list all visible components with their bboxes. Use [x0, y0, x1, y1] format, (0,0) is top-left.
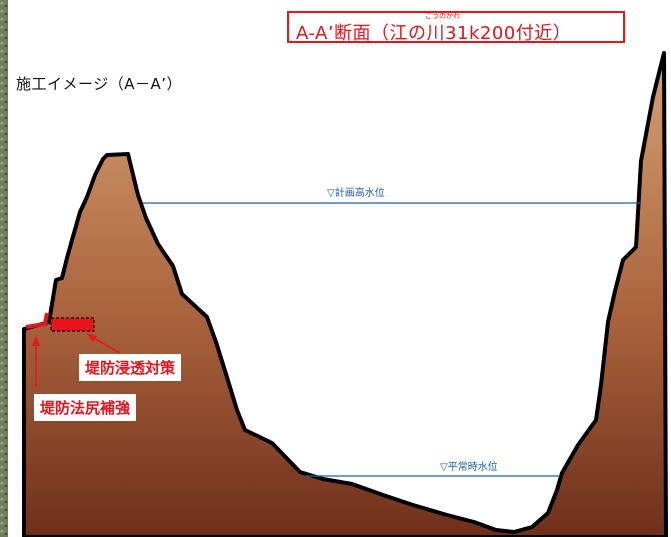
planned-high-water-label: ▽計画高水位: [327, 188, 385, 199]
toe-reinforcement-mark: [25, 312, 49, 329]
normal-water-label: ▽平常時水位: [440, 462, 498, 473]
construction-image-label: 施工イメージ（A－A’）: [16, 75, 182, 93]
terrain-cross-section: [22, 51, 668, 537]
toe-arrow: [32, 335, 40, 387]
toe-reinforcement-callout: 堤防法尻補強: [34, 394, 137, 421]
aerial-photo-edge: [0, 0, 8, 537]
title-box: [287, 11, 625, 43]
section-title: A-A’断面（江の川31k200付近）: [296, 23, 572, 44]
title-ruby: ごうのかわ: [425, 12, 460, 20]
seepage-arrow: [86, 333, 121, 354]
seepage-countermeasure-callout: 堤防浸透対策: [79, 354, 182, 381]
seepage-countermeasure-block: [50, 317, 95, 332]
